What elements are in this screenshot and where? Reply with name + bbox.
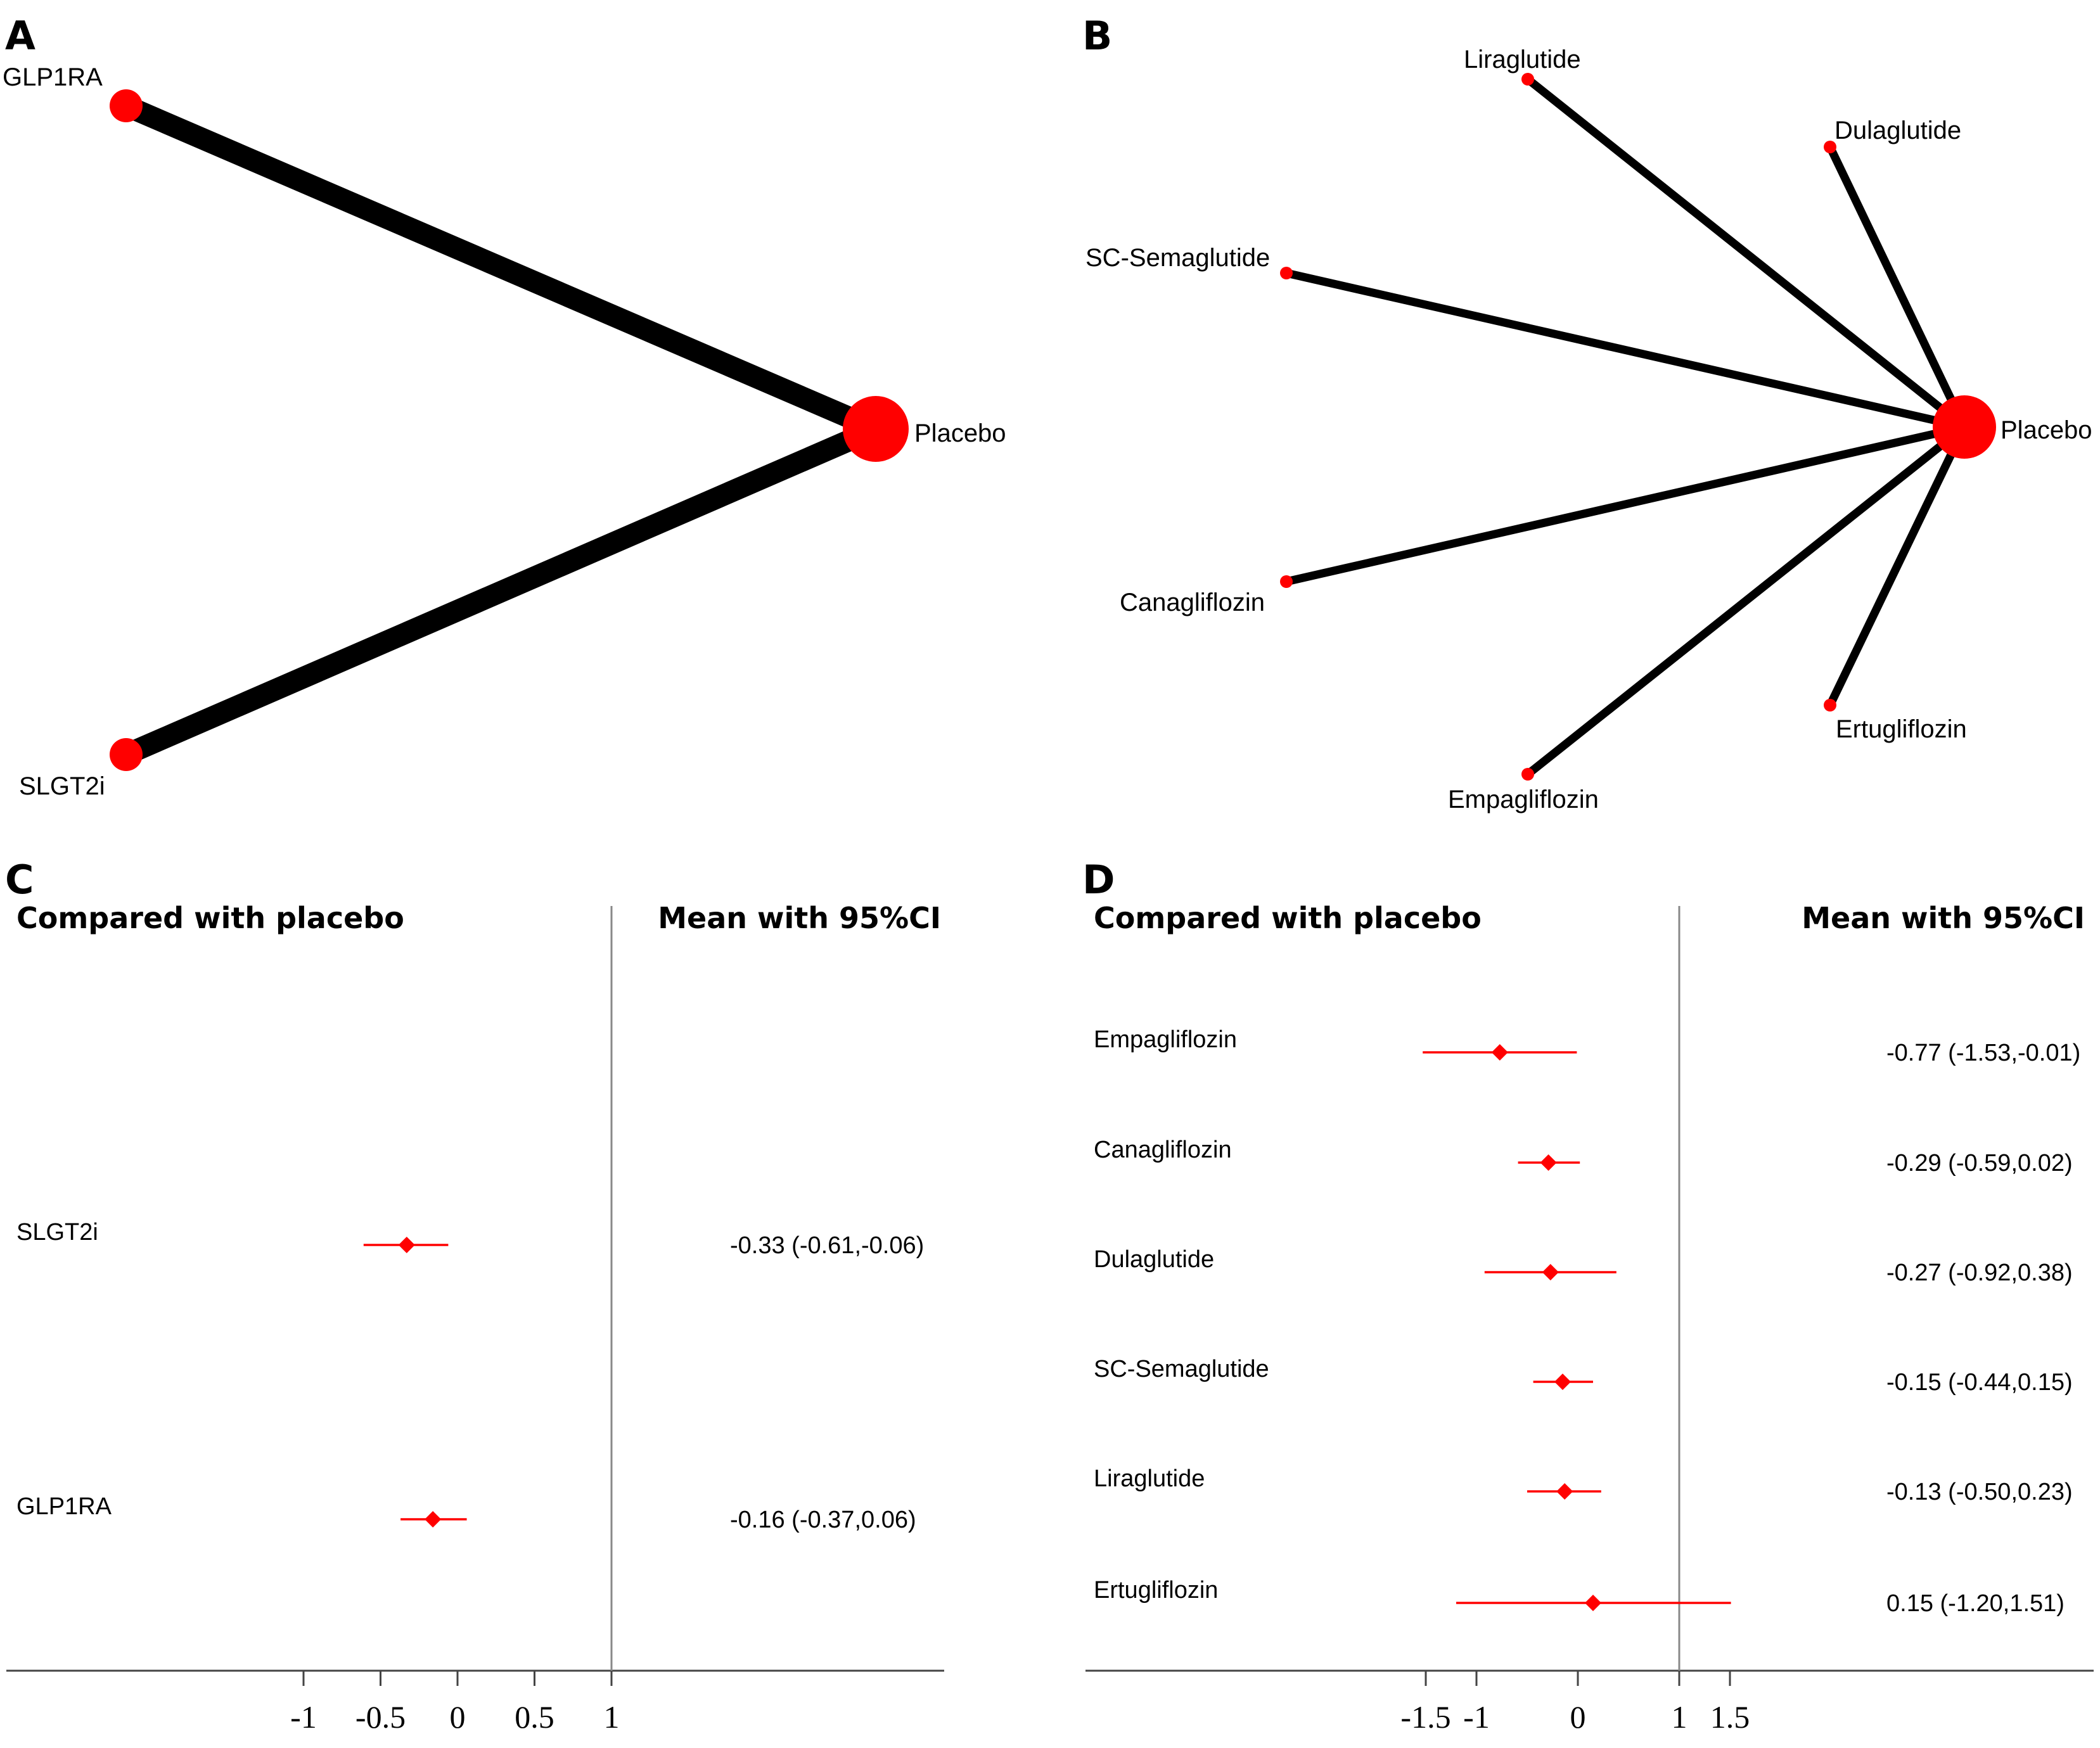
forest-c-left-header: Compared with placebo <box>16 901 404 935</box>
forest-c-ci-text: -0.16 (-0.37,0.06) <box>730 1507 916 1533</box>
forest-panel-c: C Compared with placebo Mean with 95%CI … <box>5 857 944 1735</box>
network-b-node-sc-semaglutide <box>1280 267 1293 279</box>
network-b-node-ertugliflozin <box>1824 699 1836 711</box>
forest-d-tick-label: 0 <box>1570 1699 1586 1735</box>
forest-panel-d: D Compared with placebo Mean with 95%CI … <box>1082 857 2094 1735</box>
forest-c-ci-text: -0.33 (-0.61,-0.06) <box>730 1232 924 1259</box>
network-b-edge-ertugliflozin-placebo <box>1826 425 1968 707</box>
forest-d-row-label: Liraglutide <box>1094 1465 1205 1492</box>
network-b-edge-dulaglutide-placebo <box>1826 145 1968 429</box>
network-b-node-label-liraglutide: Liraglutide <box>1464 46 1581 73</box>
forest-d-row-label: Ertugliflozin <box>1094 1577 1218 1604</box>
network-panel-b: B LiraglutideDulaglutideSC-SemaglutideCa… <box>1082 13 2092 813</box>
panel-letter-d: D <box>1082 857 1115 903</box>
network-b-edges <box>1285 75 1968 778</box>
network-a-edge-glp1ra-placebo <box>122 96 880 439</box>
forest-d-ci-text: -0.29 (-0.59,0.02) <box>1886 1150 2073 1177</box>
forest-c-tick-label: 1 <box>604 1699 620 1735</box>
forest-d-row-label: SC-Semaglutide <box>1094 1356 1269 1382</box>
forest-d-ci-text: 0.15 (-1.20,1.51) <box>1886 1590 2065 1617</box>
panel-letter-a: A <box>5 13 35 59</box>
forest-c-estimate-marker-slgt2i <box>398 1237 415 1253</box>
forest-d-plot: -1.5 -1 0 1 1.5 Empagliflozin -0.77 (-1.53,-0.… <box>1085 906 2094 1735</box>
forest-c-estimate-marker-glp1ra <box>425 1511 442 1528</box>
network-b-node-dulaglutide <box>1824 141 1836 153</box>
forest-c-tick-label: 0.5 <box>515 1699 554 1735</box>
network-a-nodes: GLP1RA SLGT2i Placebo <box>3 63 1006 800</box>
forest-c-right-header: Mean with 95%CI <box>658 901 941 935</box>
network-b-edge-sc-semaglutide-placebo <box>1285 269 1966 431</box>
forest-d-estimate-marker-ertugliflozin <box>1585 1595 1601 1611</box>
forest-d-tick-label: 1 <box>1672 1699 1687 1735</box>
network-panel-a: A GLP1RA SLGT2i Placebo <box>3 13 1006 800</box>
forest-d-estimate-marker-sc-semaglutide <box>1554 1374 1571 1390</box>
forest-d-ci-text: -0.13 (-0.50,0.23) <box>1886 1479 2073 1505</box>
forest-d-estimate-marker-empagliflozin <box>1491 1044 1508 1061</box>
network-b-node-empagliflozin <box>1521 768 1534 781</box>
network-a-node-glp1ra <box>110 89 143 122</box>
network-b-node-label-sc-semaglutide: SC-Semaglutide <box>1085 244 1270 272</box>
forest-d-row-label: Dulaglutide <box>1094 1246 1214 1273</box>
forest-c-tick-label: 0 <box>450 1699 466 1735</box>
network-a-node-label-slgt2i: SLGT2i <box>19 772 105 800</box>
network-b-edge-canagliflozin-placebo <box>1285 423 1966 586</box>
network-b-node-canagliflozin <box>1280 575 1293 588</box>
forest-d-left-header: Compared with placebo <box>1094 901 1482 935</box>
forest-d-right-header: Mean with 95%CI <box>1802 901 2085 935</box>
network-a-node-label-placebo: Placebo <box>914 419 1006 447</box>
network-b-edge-liraglutide-placebo <box>1525 75 1968 431</box>
forest-d-ci-text: -0.15 (-0.44,0.15) <box>1886 1369 2073 1396</box>
network-b-node-placebo <box>1933 395 1996 459</box>
forest-c-tick-label: -0.5 <box>355 1699 406 1735</box>
network-b-nodes: LiraglutideDulaglutideSC-SemaglutideCana… <box>1085 46 2092 813</box>
forest-d-estimate-marker-liraglutide <box>1556 1483 1573 1500</box>
network-a-node-slgt2i <box>110 738 143 771</box>
network-b-node-liraglutide <box>1521 73 1534 86</box>
forest-c-row-label: GLP1RA <box>16 1493 112 1520</box>
forest-d-row-label: Canagliflozin <box>1094 1137 1232 1163</box>
forest-d-tick-label: 1.5 <box>1710 1699 1750 1735</box>
forest-d-ci-text: -0.77 (-1.53,-0.01) <box>1886 1040 2080 1066</box>
forest-d-ci-text: -0.27 (-0.92,0.38) <box>1886 1260 2073 1286</box>
panel-letter-b: B <box>1082 13 1112 59</box>
network-a-edges <box>122 96 880 765</box>
network-b-node-label-empagliflozin: Empagliflozin <box>1448 786 1599 813</box>
forest-d-tick-label: -1 <box>1463 1699 1490 1735</box>
network-b-node-label-placebo: Placebo <box>2001 416 2092 444</box>
network-b-node-label-canagliflozin: Canagliflozin <box>1120 589 1265 616</box>
network-a-node-placebo <box>843 396 909 462</box>
forest-d-tick-label: -1.5 <box>1400 1699 1450 1735</box>
forest-c-tick-label: -1 <box>290 1699 317 1735</box>
forest-d-row-label: Empagliflozin <box>1094 1026 1237 1053</box>
forest-d-estimate-marker-dulaglutide <box>1542 1264 1559 1280</box>
forest-c-row-label: SLGT2i <box>16 1219 98 1246</box>
forest-c-plot: -1 -0.5 0 0.5 1 SLGT2i -0.33 (-0.61,-0.06) GLP1… <box>6 906 944 1735</box>
network-a-edge-slgt2i-placebo <box>122 419 880 765</box>
network-b-edge-empagliflozin-placebo <box>1525 423 1968 778</box>
forest-d-estimate-marker-canagliflozin <box>1540 1154 1557 1171</box>
network-b-node-label-dulaglutide: Dulaglutide <box>1834 117 1961 144</box>
network-a-node-label-glp1ra: GLP1RA <box>3 63 103 91</box>
network-b-node-label-ertugliflozin: Ertugliflozin <box>1836 715 1967 743</box>
panel-letter-c: C <box>5 857 34 903</box>
